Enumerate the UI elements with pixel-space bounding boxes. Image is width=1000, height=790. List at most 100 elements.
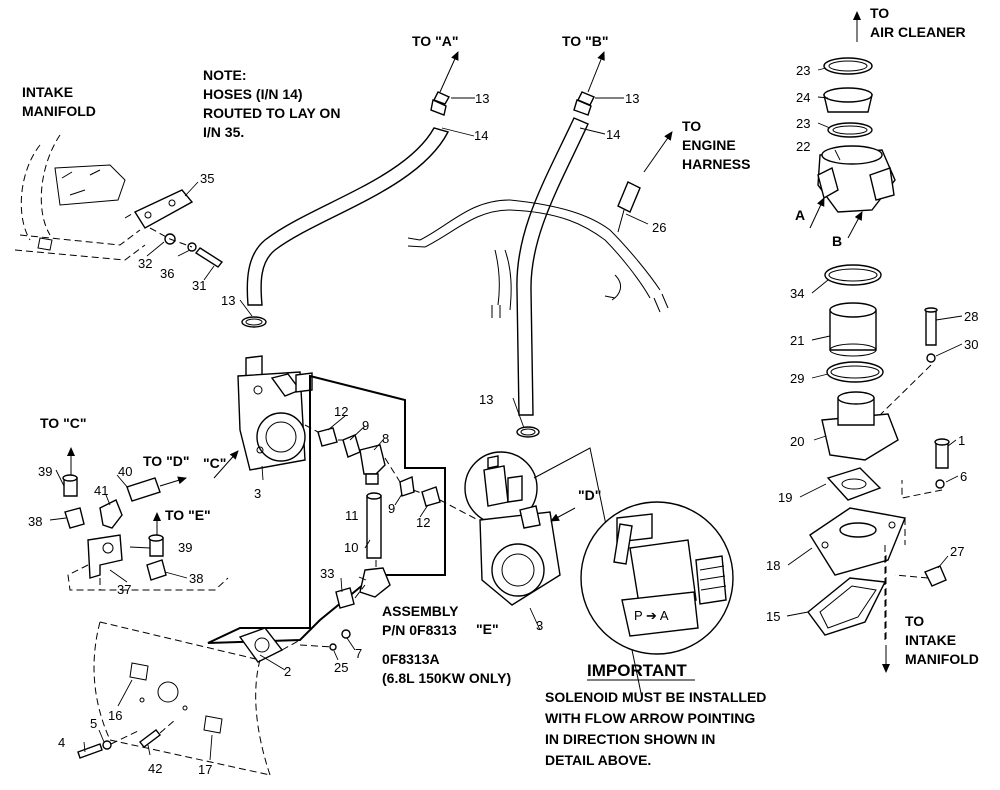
leader-lines	[49, 67, 963, 761]
intake-manifold-label-2: MANIFOLD	[22, 103, 96, 119]
callout-11: 11	[345, 508, 359, 523]
fitting-41	[99, 499, 123, 529]
callout-12: 12	[416, 515, 430, 530]
callout-27: 27	[950, 544, 964, 559]
regulator-right-dashes	[439, 499, 479, 521]
assembly-label-2: P/N 0F8313	[382, 622, 457, 638]
to-intake-label-3: MANIFOLD	[905, 651, 979, 667]
assembly-label-3: 0F8313A	[382, 651, 440, 667]
callout-30: 30	[964, 337, 978, 352]
fitting-9-bottom	[399, 476, 415, 497]
fitting-12-left	[317, 427, 338, 447]
hose-14-left	[246, 91, 450, 306]
callout-23: 23	[796, 116, 810, 131]
callout-38: 38	[189, 571, 203, 586]
important-line4: DETAIL ABOVE.	[545, 752, 651, 768]
important-title: IMPORTANT	[587, 661, 687, 680]
intake-manifold-drawing	[14, 134, 146, 261]
fitting-39-bottom	[148, 534, 164, 557]
callout-14: 14	[474, 128, 488, 143]
adapter-20	[821, 391, 899, 461]
callout-9: 9	[362, 418, 369, 433]
to-engine-harness-label-2: ENGINE	[682, 137, 736, 153]
callout-28: 28	[964, 309, 978, 324]
callout-36: 36	[160, 266, 174, 281]
regulator-3-right	[479, 505, 561, 606]
callout-3: 3	[536, 618, 543, 633]
regulator-3-left	[237, 355, 313, 471]
elbow-10	[359, 567, 391, 598]
bolt-28	[924, 307, 938, 346]
solenoid-flow-arrow-label: P ➔ A	[634, 608, 669, 623]
important-line3: IN DIRECTION SHOWN IN	[545, 731, 715, 747]
bolt-1	[934, 438, 950, 469]
flange-2	[238, 627, 284, 663]
callout-20: 20	[790, 434, 804, 449]
base-18	[809, 507, 906, 576]
callout-40: 40	[118, 464, 132, 479]
clamp-13-left-lower	[241, 316, 267, 328]
callout-1: 1	[958, 433, 965, 448]
callout-6: 6	[960, 469, 967, 484]
air-cleaner-dashes	[879, 364, 943, 640]
callout-16: 16	[108, 708, 122, 723]
callout-25: 25	[334, 660, 348, 675]
callout-33: 33	[320, 566, 334, 581]
gasket-19	[826, 467, 882, 501]
important-line1: SOLENOID MUST BE INSTALLED	[545, 689, 766, 705]
callout-37: 37	[117, 582, 131, 597]
hardware-4-5-42	[77, 719, 176, 759]
assembly-label-4: (6.8L 150KW ONLY)	[382, 670, 511, 686]
to-b-label: TO "B"	[562, 33, 608, 49]
bracket-dashes	[67, 564, 229, 591]
assembly-dashes	[281, 424, 425, 651]
coupler-21	[829, 302, 877, 357]
to-engine-harness-label-1: TO	[682, 118, 701, 134]
callout-numbers: 13 14 13 14 13 13 35 32 36 31 26 3 3 12 …	[28, 63, 978, 777]
pipe-11	[366, 492, 382, 559]
callout-21: 21	[790, 333, 804, 348]
callout-38: 38	[28, 514, 42, 529]
fitting-38-right	[146, 559, 167, 581]
tag-e: "E"	[476, 621, 499, 637]
callout-26: 26	[652, 220, 666, 235]
note-line1: HOSES (I/N 14)	[203, 86, 303, 102]
letter-b: B	[832, 233, 842, 249]
tee-8	[359, 444, 386, 485]
to-intake-label-1: TO	[905, 613, 924, 629]
callout-14: 14	[606, 127, 620, 142]
to-engine-harness-label-3: HARNESS	[682, 156, 750, 172]
to-e-label: TO "E"	[165, 507, 211, 523]
callout-7: 7	[355, 646, 362, 661]
callout-29: 29	[790, 371, 804, 386]
callout-13: 13	[625, 91, 639, 106]
callout-24: 24	[796, 90, 810, 105]
callout-34: 34	[790, 286, 804, 301]
callout-13: 13	[221, 293, 235, 308]
clamp-29	[826, 361, 884, 383]
hardware-32-36-31	[149, 227, 224, 268]
to-a-label: TO "A"	[412, 33, 458, 49]
to-intake-label-2: INTAKE	[905, 632, 956, 648]
generator-panel	[93, 621, 271, 776]
bracket-37	[87, 534, 123, 579]
ring-24	[823, 87, 873, 113]
assembly-label-1: ASSEMBLY	[382, 603, 459, 619]
callout-10: 10	[344, 540, 358, 555]
callout-39: 39	[178, 540, 192, 555]
ring-23-top	[823, 57, 873, 75]
solenoid-detail-circle	[464, 451, 538, 525]
to-c-label: TO "C"	[40, 415, 86, 431]
to-air-cleaner-label-2: AIR CLEANER	[870, 24, 966, 40]
fitting-39-top	[62, 474, 78, 497]
callout-3: 3	[254, 486, 261, 501]
clamp-34	[824, 264, 882, 286]
callout-32: 32	[138, 256, 152, 271]
callout-42: 42	[148, 761, 162, 776]
throttle-body-22	[817, 145, 896, 213]
washer-30	[926, 353, 936, 363]
callout-9: 9	[388, 501, 395, 516]
important-line2: WITH FLOW ARROW POINTING	[545, 710, 755, 726]
